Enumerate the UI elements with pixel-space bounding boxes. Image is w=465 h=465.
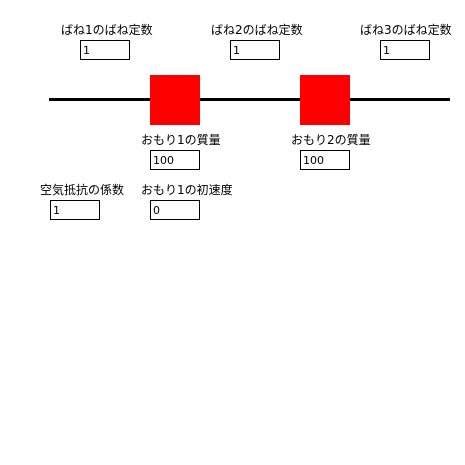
spring1-constant-label: ばね1のばね定数 <box>61 23 153 37</box>
weight2-block[interactable] <box>300 75 350 125</box>
spring3-constant-input[interactable] <box>380 40 430 60</box>
air-resistance-input[interactable] <box>50 200 100 220</box>
weight2-mass-input[interactable] <box>300 150 350 170</box>
spring3-constant-label: ばね3のばね定数 <box>360 23 452 37</box>
initial-velocity-input[interactable] <box>150 200 200 220</box>
air-resistance-label: 空気抵抗の係数 <box>40 183 125 197</box>
rail-line <box>49 98 450 101</box>
weight1-mass-input[interactable] <box>150 150 200 170</box>
spring2-constant-label: ばね2のばね定数 <box>211 23 303 37</box>
spring1-constant-input[interactable] <box>80 40 130 60</box>
weight1-mass-label: おもり1の質量 <box>141 133 221 147</box>
weight1-block[interactable] <box>150 75 200 125</box>
initial-velocity-label: おもり1の初速度 <box>141 183 233 197</box>
weight2-mass-label: おもり2の質量 <box>291 133 371 147</box>
spring2-constant-input[interactable] <box>230 40 280 60</box>
